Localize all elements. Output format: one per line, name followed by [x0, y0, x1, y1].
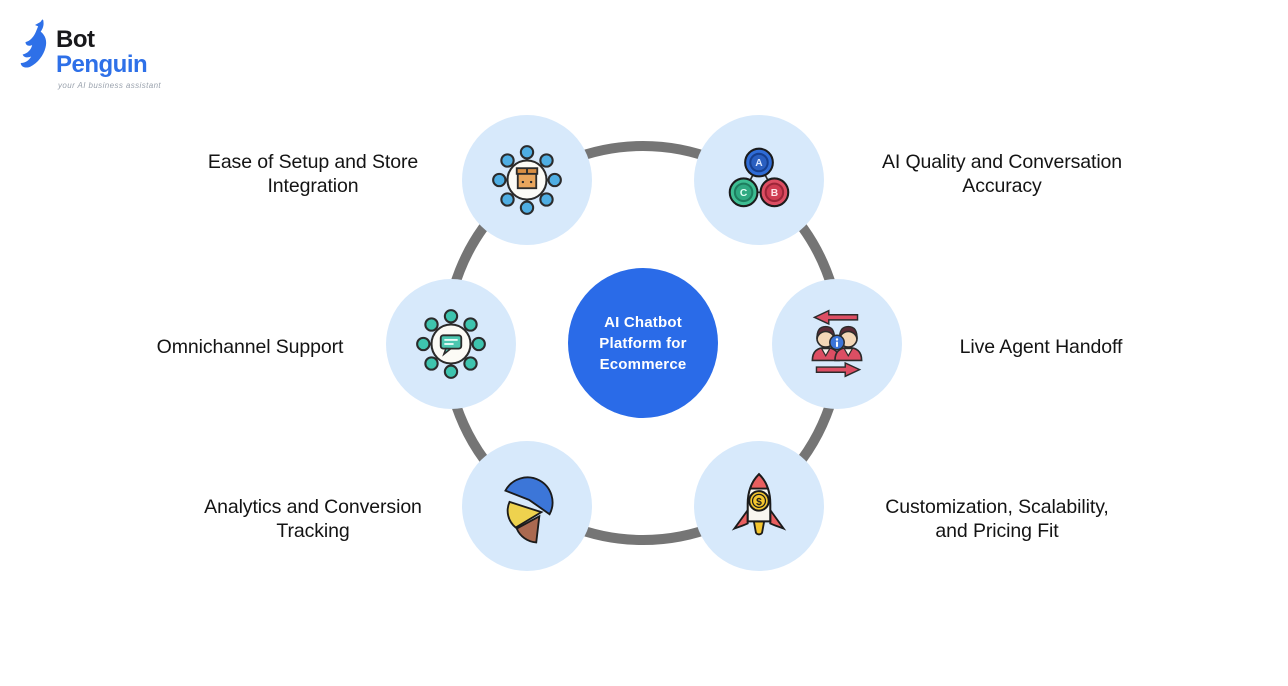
node-ease-of-setup: [462, 115, 592, 245]
svg-text:B: B: [771, 188, 778, 199]
abc-accuracy-icon: A B C: [728, 147, 790, 208]
botpenguin-logo: Bot Penguin your AI business assistant: [16, 12, 216, 102]
node-analytics: [462, 441, 592, 571]
svg-text:$: $: [756, 497, 762, 508]
label-live-agent: Live Agent Handoff: [959, 336, 1123, 358]
package-integration-icon: [492, 145, 562, 215]
logo-text-penguin: Penguin: [56, 51, 148, 78]
rocket-pricing-icon: $: [731, 472, 787, 536]
node-live-agent: [772, 279, 902, 409]
node-customization: $: [694, 441, 824, 571]
penguin-icon: [20, 19, 47, 68]
logo-tagline: your AI business assistant: [58, 81, 162, 90]
pie-chart-icon: [504, 476, 554, 544]
svg-text:C: C: [740, 188, 748, 199]
label-ease-of-setup: Ease of Setup and Store Integration: [207, 151, 419, 197]
node-ai-quality: A B C: [694, 115, 824, 245]
logo-text-bot: Bot: [56, 26, 95, 53]
label-customization: Customization, Scalability, and Pricing …: [885, 496, 1109, 542]
label-analytics: Analytics and Conversion Tracking: [204, 496, 422, 542]
label-omnichannel: Omnichannel Support: [156, 336, 344, 358]
omnichannel-network-icon: [416, 309, 486, 379]
label-ai-quality: AI Quality and Conversation Accuracy: [881, 151, 1123, 197]
agent-handoff-icon: [811, 309, 863, 378]
hub-title: AI Chatbot Platform for Ecommerce: [599, 313, 687, 373]
node-omnichannel: [386, 279, 516, 409]
svg-text:A: A: [755, 158, 763, 169]
hub-circle: AI Chatbot Platform for Ecommerce: [568, 268, 718, 418]
